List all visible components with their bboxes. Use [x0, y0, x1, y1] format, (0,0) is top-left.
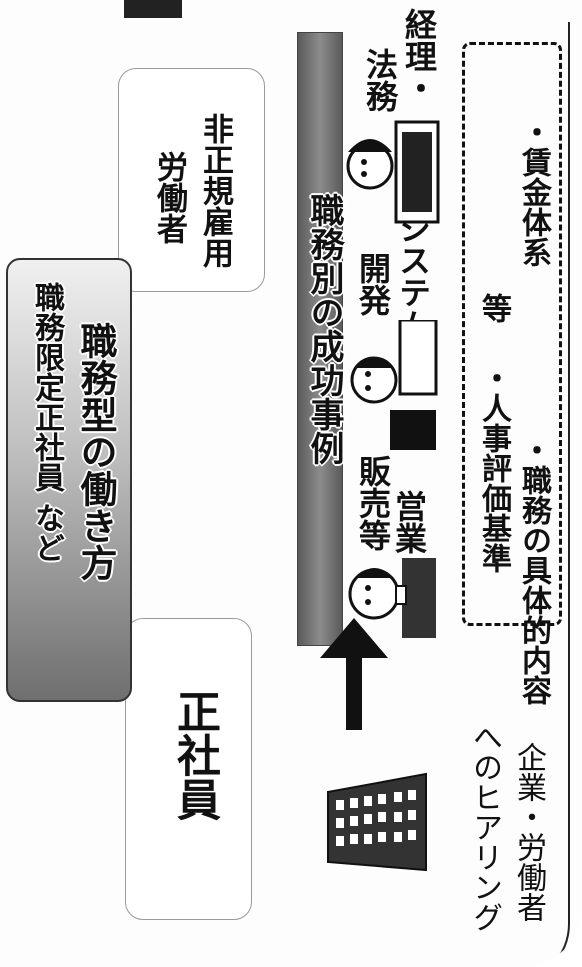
accounting-person-icon: [346, 120, 440, 224]
detail-job-content: ・職務の具体的内容: [516, 435, 551, 705]
arrow-up-icon: [320, 618, 388, 730]
role-system-1: システム: [394, 212, 432, 340]
non-regular-label-2: 労働者: [151, 151, 187, 244]
role-system-2: 開発: [354, 252, 392, 316]
job-type-box: 職務型の働き方 職務限定正社員 など: [6, 258, 132, 702]
building-icon: [327, 772, 427, 872]
non-regular-label-1: 非正規雇用: [197, 113, 233, 268]
outer-frame: [0, 22, 570, 967]
hearing-label-1: 企業・労働者: [511, 742, 546, 922]
success-cases-banner: 職務別の成功事例: [297, 32, 344, 646]
job-type-title: 職務型の働き方: [74, 322, 117, 581]
role-accounting-1: 経理・: [400, 8, 438, 104]
sales-person-icon: [348, 558, 436, 638]
top-tab: [124, 0, 182, 18]
detail-wage: ・賃金体系: [516, 117, 551, 267]
non-regular-box: 非正規雇用 労働者: [118, 68, 265, 292]
seishain-box: 正社員: [125, 618, 252, 920]
detail-evaluation: ・人事評価基準: [476, 363, 511, 573]
system-person-icon: [350, 320, 438, 450]
details-dashed-box: ・職務の具体的内容 ・人事評価基準 ・賃金体系 等: [462, 42, 562, 705]
hearing-label-2: へのヒアリング: [467, 722, 502, 932]
job-type-subtitle: 職務限定正社員 など: [29, 282, 64, 563]
detail-etc: 等: [476, 293, 511, 323]
success-cases-label: 職務別の成功事例: [304, 193, 344, 465]
role-sales-2: 販売等: [354, 455, 392, 551]
role-accounting-2: 法務: [361, 48, 399, 112]
seishain-label: 正社員: [169, 689, 220, 821]
